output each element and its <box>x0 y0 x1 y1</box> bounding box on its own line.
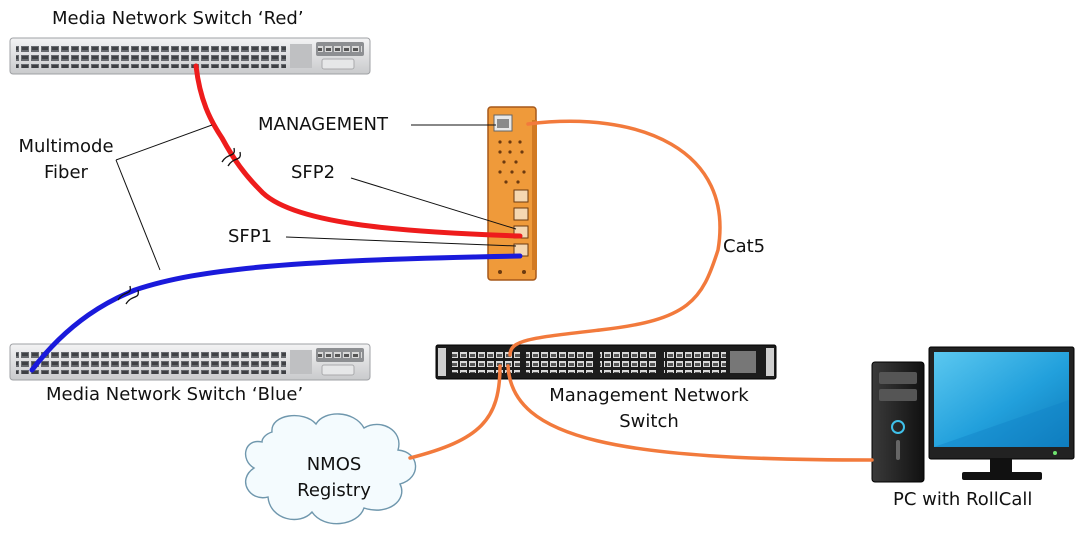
red-switch <box>9 37 371 75</box>
multimode-label: Multimode <box>18 136 114 157</box>
cat5-cable-device <box>508 119 722 357</box>
blue-switch <box>9 343 371 381</box>
sfp1-label: SFP1 <box>228 226 273 247</box>
leader-lines <box>115 124 517 271</box>
nmos-label-line2: Registry <box>297 480 371 501</box>
red-fiber-cable <box>193 63 523 239</box>
pc-label: PC with RollCall <box>893 489 1033 510</box>
cat5-cable-nmos <box>408 364 502 460</box>
red-cable-break <box>221 147 241 167</box>
management-port-label: MANAGEMENT <box>258 114 388 135</box>
blue-switch-label: Media Network Switch ‘Blue’ <box>46 384 304 405</box>
blue-cable-break <box>117 285 139 305</box>
blue-fiber-cable <box>29 253 523 373</box>
nmos-registry-cloud <box>244 413 417 525</box>
management-switch-label-line2: Switch <box>619 411 679 432</box>
red-switch-label: Media Network Switch ‘Red’ <box>52 8 304 29</box>
cat5-label: Cat5 <box>723 236 766 257</box>
fiber-label: Fiber <box>44 162 88 183</box>
sfp2-label: SFP2 <box>291 162 336 183</box>
management-switch <box>435 344 777 380</box>
management-switch-label-line1: Management Network <box>549 385 749 406</box>
cat5-cable-pc <box>506 364 874 462</box>
pc-computer <box>871 346 1075 483</box>
nmos-label-line1: NMOS <box>306 454 362 475</box>
